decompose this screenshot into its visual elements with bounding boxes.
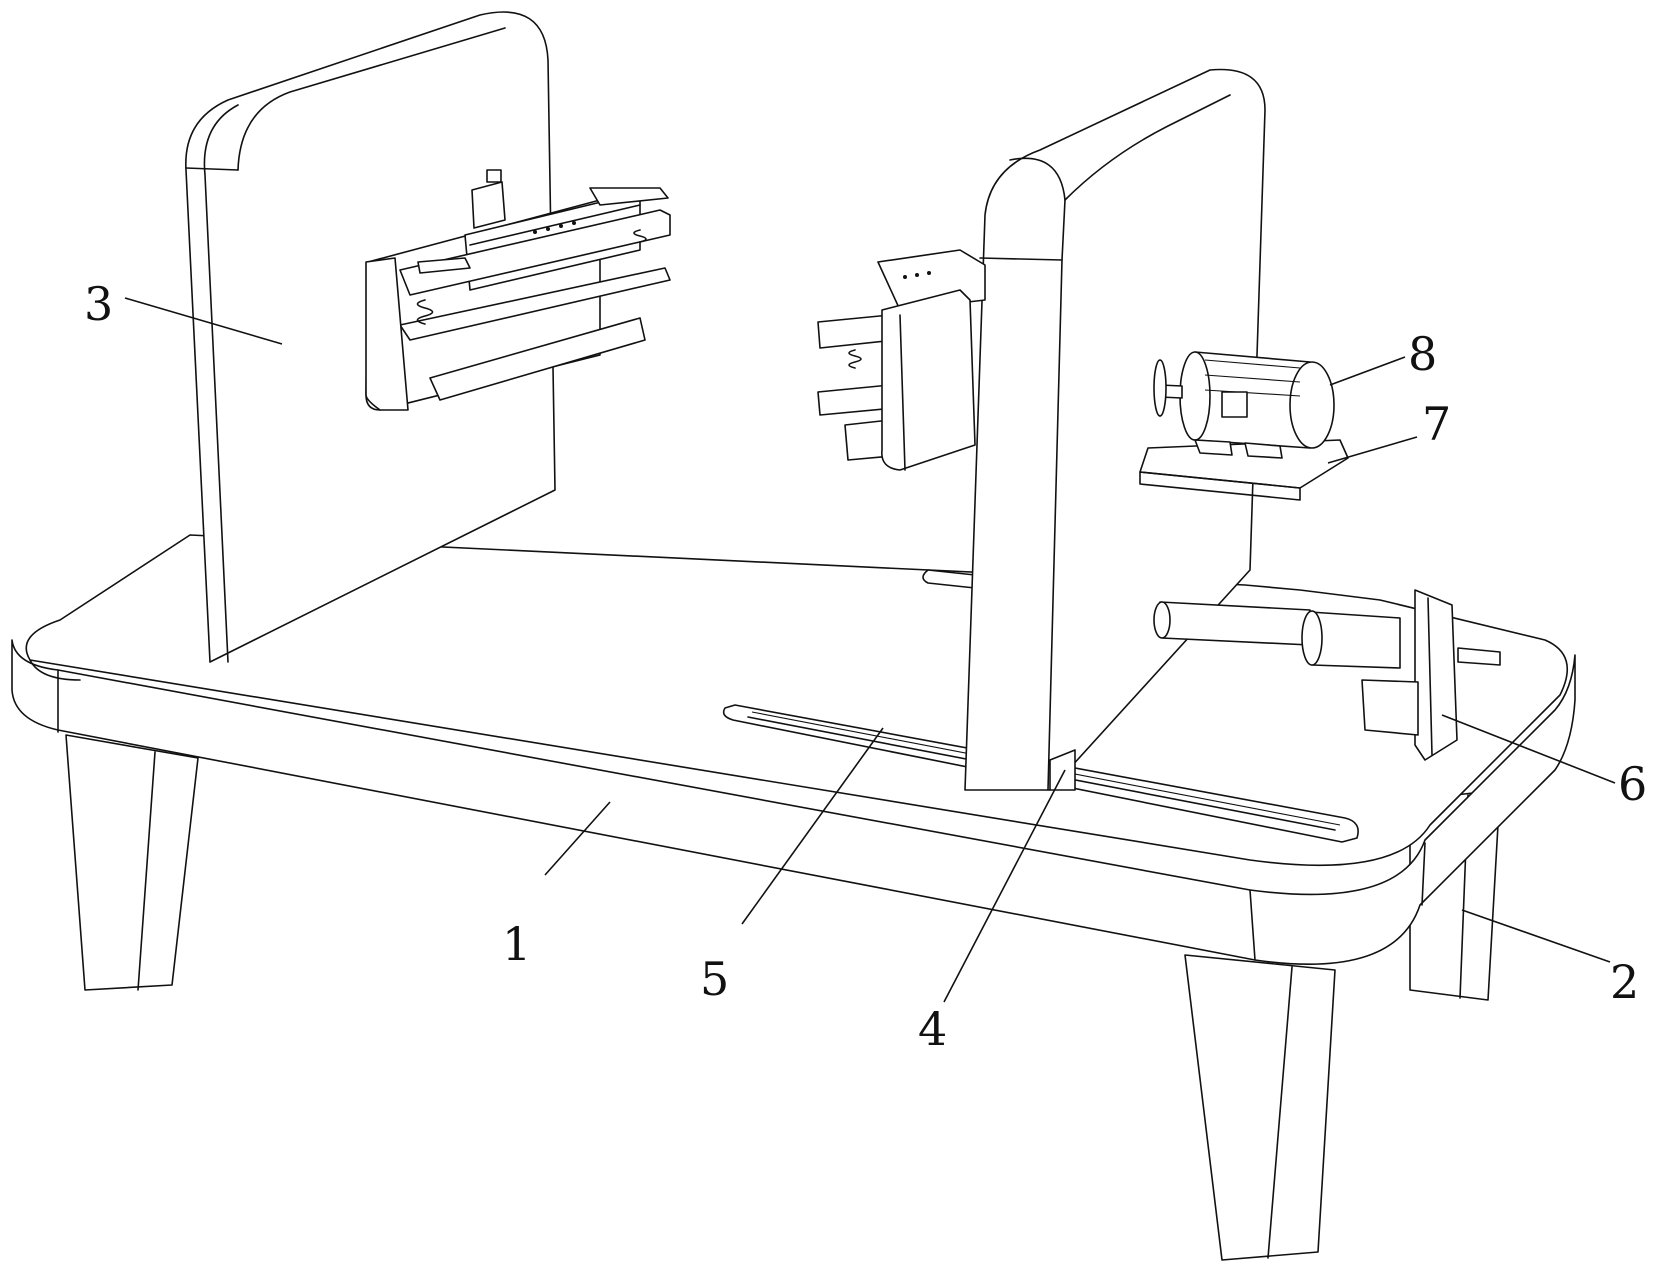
- callout-3: 3: [84, 277, 113, 331]
- rear-slot: [922, 569, 976, 589]
- callout-8: 8: [1408, 327, 1437, 381]
- push-cylinder: [1153, 589, 1501, 761]
- leg-front-left: [65, 734, 199, 991]
- callout-2: 2: [1610, 955, 1639, 1009]
- callout-6: 6: [1618, 757, 1647, 811]
- callout-7: 7: [1422, 397, 1451, 451]
- motor: [1153, 351, 1335, 459]
- motor-mount: [1139, 439, 1349, 501]
- callout-1: 1: [502, 917, 531, 971]
- leader-5: [741, 727, 884, 925]
- callout-4: 4: [918, 1002, 947, 1056]
- leader-7: [1327, 436, 1418, 464]
- left-clamp-assembly: [365, 169, 671, 411]
- leader-3: [124, 297, 283, 345]
- leader-1: [544, 801, 611, 876]
- right-clamp-assembly: [817, 249, 986, 471]
- leader-8: [1329, 356, 1406, 386]
- callout-5: 5: [700, 952, 729, 1006]
- leg-front-right: [1184, 954, 1336, 1261]
- leader-6: [1441, 714, 1616, 784]
- leader-2: [1461, 909, 1611, 963]
- leader-4: [943, 769, 1066, 1003]
- leader-lines: [124, 297, 1616, 1003]
